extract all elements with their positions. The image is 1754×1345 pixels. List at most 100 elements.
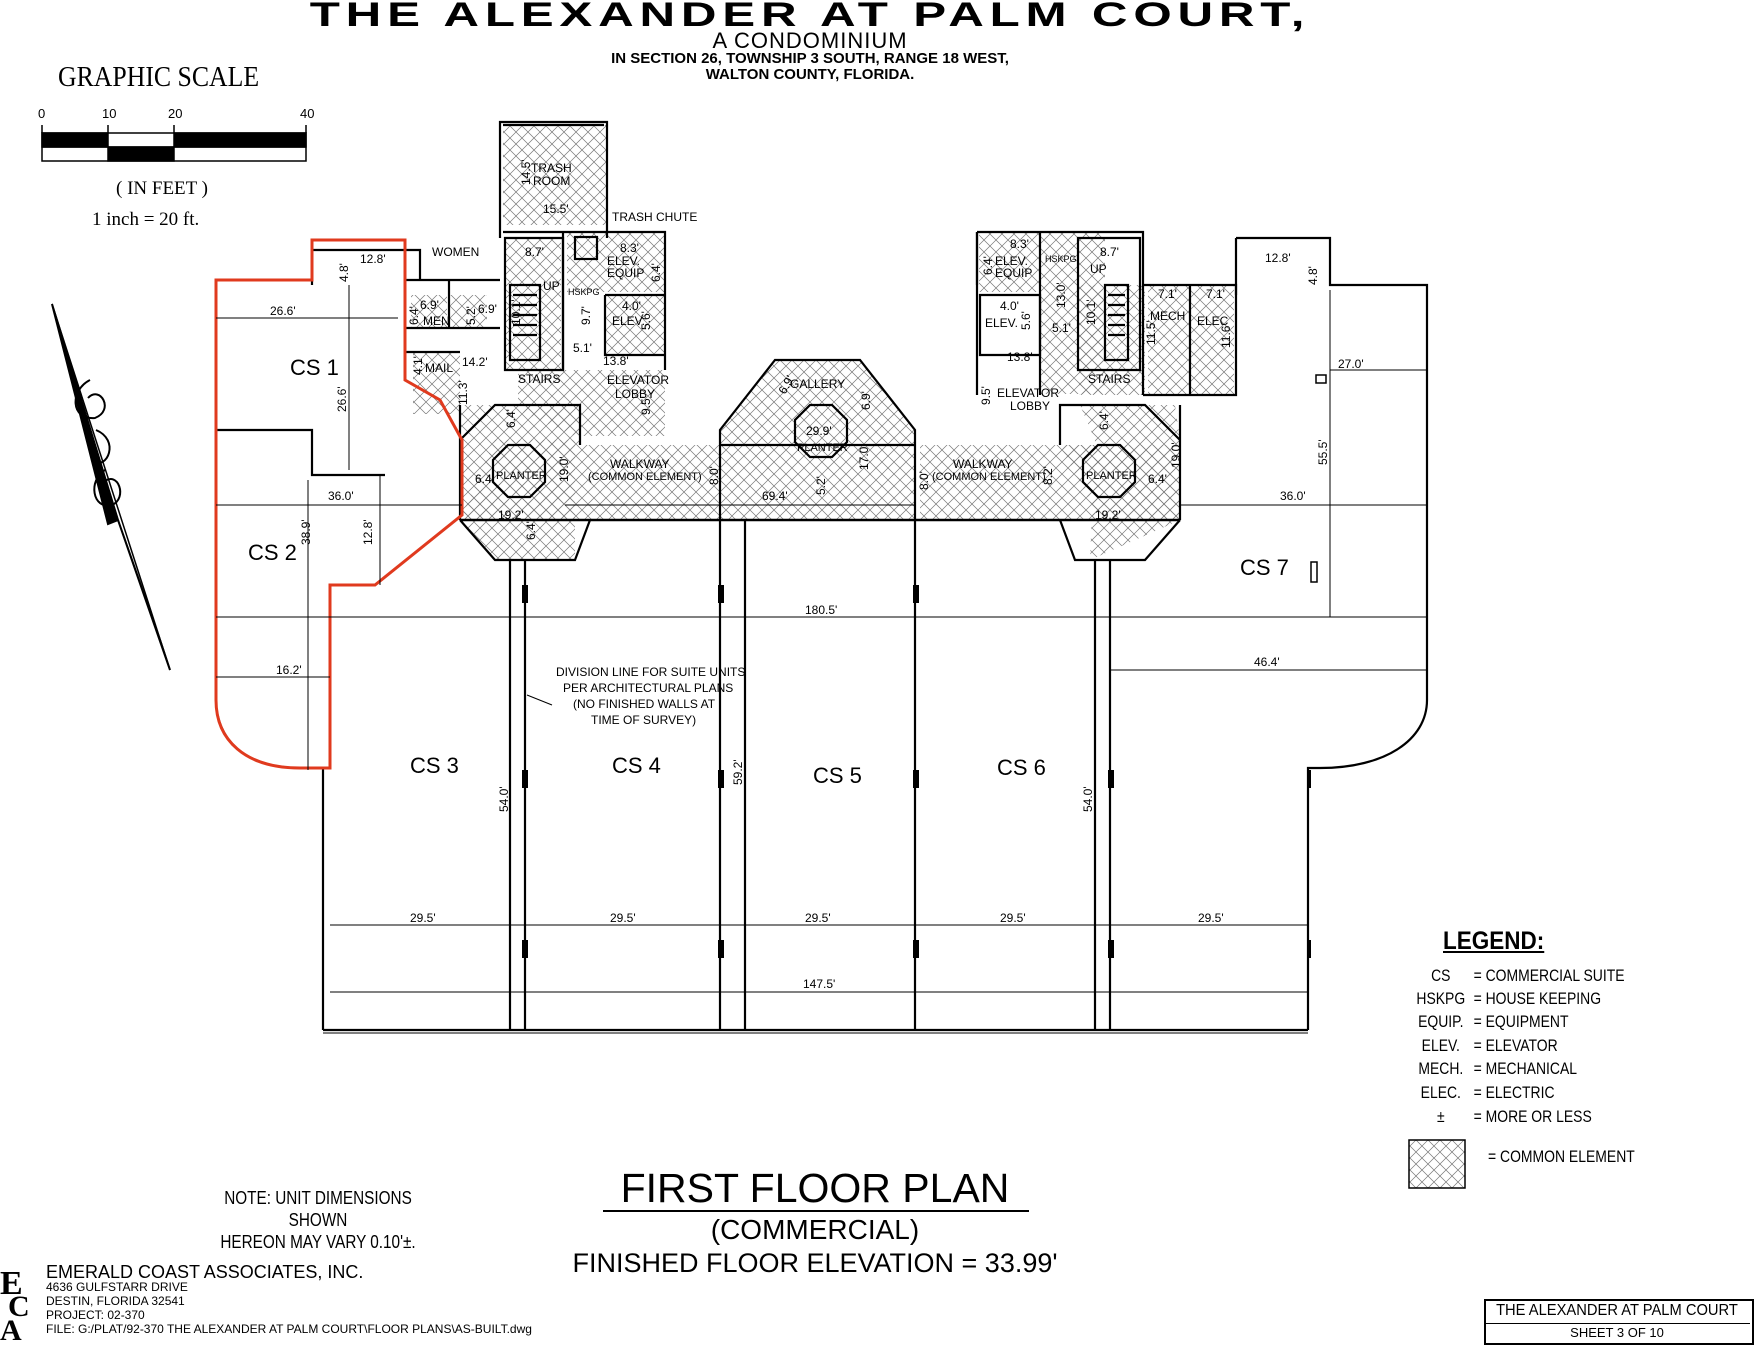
dim-29-5e: 29.5' xyxy=(1198,911,1224,925)
room-label-elevator-lobby-left-2: LOBBY xyxy=(615,387,655,401)
room-label-elev-equip-left-1: ELEV. xyxy=(607,254,640,268)
dim-11-5: 11.5' xyxy=(1144,320,1158,345)
dim-15-5: 15.5' xyxy=(543,202,569,216)
dim-7-1a: 7.1' xyxy=(1158,287,1177,301)
room-label-planter-center: PLANTER xyxy=(797,442,848,454)
room-label-up-left: UP xyxy=(543,279,560,293)
company-address-1: 4636 GULFSTARR DRIVE xyxy=(46,1280,188,1294)
sheet-number: SHEET 3 OF 10 xyxy=(1570,1325,1664,1340)
dim-6-4g: 6.4' xyxy=(1148,472,1167,486)
room-label-elevator-lobby-right-1: ELEVATOR xyxy=(997,386,1059,400)
dim-6-4f: 6.4' xyxy=(981,256,995,275)
room-label-elev-left: ELEV. xyxy=(612,314,645,328)
dim-4-8b: 4.8' xyxy=(1306,266,1320,285)
sheet-name: THE ALEXANDER AT PALM COURT xyxy=(1496,1302,1738,1319)
plan-subtitle: (COMMERCIAL) xyxy=(710,1214,920,1245)
legend-item: ELEC.= ELECTRIC xyxy=(1420,1083,1555,1102)
dim-13-8b: 13.8' xyxy=(1007,350,1033,364)
dim-36-0a: 36.0' xyxy=(328,489,354,503)
dim-19-2a: 19.2' xyxy=(498,508,524,522)
room-label-mail: MAIL xyxy=(425,361,453,375)
dim-4-0a: 4.0' xyxy=(622,299,641,313)
sheet-divider xyxy=(1484,1323,1750,1324)
dim-29-5b: 29.5' xyxy=(610,911,636,925)
dim-59-2: 59.2' xyxy=(731,759,745,785)
division-note-4: TIME OF SURVEY) xyxy=(591,713,696,727)
room-label-planter-right: PLANTER xyxy=(1086,470,1137,482)
dim-46-4: 46.4' xyxy=(1254,655,1280,669)
svg-text:E: E xyxy=(0,1265,23,1302)
dim-8-0a: 8.0' xyxy=(707,466,721,485)
room-label-elev-equip-left-2: EQUIP xyxy=(607,266,644,280)
legend-item: CS= COMMERCIAL SUITE xyxy=(1431,966,1625,985)
room-label-elevator-lobby-right-2: LOBBY xyxy=(1010,399,1050,413)
dim-5-6b: 5.6' xyxy=(1019,311,1033,330)
room-label-elev-equip-right-2: EQUIP xyxy=(995,266,1032,280)
dim-26-6b: 26.6' xyxy=(335,386,349,412)
dim-16-2: 16.2' xyxy=(276,663,302,677)
dim-12-8a: 12.8' xyxy=(360,252,386,266)
legend-common-swatch xyxy=(1408,1139,1466,1189)
graphic-scale-units: ( IN FEET ) xyxy=(116,178,208,199)
unit-label-cs4: CS 4 xyxy=(612,753,661,778)
legend-common-label: = COMMON ELEMENT xyxy=(1488,1147,1635,1166)
floor-elevation: FINISHED FLOOR ELEVATION = 33.99' xyxy=(572,1248,1058,1278)
location-line-1: IN SECTION 26, TOWNSHIP 3 SOUTH, RANGE 1… xyxy=(611,50,1009,67)
dim-6-4h: 6.4' xyxy=(1097,411,1111,430)
dim-6-9a: 6.9' xyxy=(420,298,439,312)
dim-19-2b: 19.2' xyxy=(1095,508,1121,522)
room-label-mech: MECH xyxy=(1150,309,1185,323)
dim-180-5: 180.5' xyxy=(805,603,837,617)
division-note-2: PER ARCHITECTURAL PLANS xyxy=(563,681,733,695)
dim-14-2: 14.2' xyxy=(462,355,488,369)
room-label-trash-2: ROOM xyxy=(533,174,570,188)
dim-7-1b: 7.1' xyxy=(1206,287,1225,301)
column-marks xyxy=(522,585,1311,958)
dim-8-7a: 8.7' xyxy=(525,245,544,259)
room-label-elec: ELEC xyxy=(1197,314,1229,328)
dim-8-2: 8.2' xyxy=(1041,466,1055,485)
unit-label-cs5: CS 5 xyxy=(813,763,862,788)
dim-13-8a: 13.8' xyxy=(603,354,629,368)
legend-item: HSKPG= HOUSE KEEPING xyxy=(1416,989,1602,1008)
room-label-hskpg-left: HSKPG xyxy=(568,287,600,297)
unit-label-cs7: CS 7 xyxy=(1240,555,1289,580)
location-line-2: WALTON COUNTY, FLORIDA. xyxy=(705,66,915,83)
graphic-scale-ratio: 1 inch = 20 ft. xyxy=(92,209,200,230)
dim-36-0b: 36.0' xyxy=(1280,489,1306,503)
dim-27-0: 27.0' xyxy=(1338,357,1364,371)
room-label-walkway-left-1: WALKWAY xyxy=(610,457,670,471)
dim-38-9: 38.9' xyxy=(299,519,313,545)
dim-29-5a: 29.5' xyxy=(410,911,436,925)
room-label-stairs-left: STAIRS xyxy=(518,372,560,386)
division-note-3: (NO FINISHED WALLS AT xyxy=(573,697,716,711)
dim-17-0: 17.0' xyxy=(857,444,871,470)
graphic-scale-title: GRAPHIC SCALE xyxy=(58,62,260,93)
room-label-trash-1: TRASH xyxy=(531,161,572,175)
scale-tick-20: 20 xyxy=(168,106,182,121)
legend-item: ELEV.= ELEVATOR xyxy=(1421,1036,1558,1055)
company-file-path: FILE: G:/PLAT/92-370 THE ALEXANDER AT PA… xyxy=(46,1322,532,1336)
unit-label-cs6: CS 6 xyxy=(997,755,1046,780)
legend-item: MECH.= MECHANICAL xyxy=(1418,1059,1578,1078)
dim-69-4: 69.4' xyxy=(762,489,788,503)
room-label-planter-left: PLANTER xyxy=(496,470,547,482)
drawing-subtitle: A CONDOMINIUM xyxy=(712,28,908,53)
dim-4-1: 4.1' xyxy=(411,356,425,375)
room-label-trash-chute: TRASH CHUTE xyxy=(612,210,697,224)
dim-19-0b: 19.0' xyxy=(1169,442,1183,468)
legend-item: EQUIP.= EQUIPMENT xyxy=(1418,1012,1569,1031)
dim-9-5a: 9.5' xyxy=(639,396,653,415)
dim-5-1a: 5.1' xyxy=(573,341,592,355)
dim-26-6a: 26.6' xyxy=(270,304,296,318)
scale-tick-10: 10 xyxy=(102,106,116,121)
room-label-elev-equip-right-1: ELEV. xyxy=(995,254,1028,268)
dim-4-8a: 4.8' xyxy=(337,263,351,282)
room-label-women: WOMEN xyxy=(432,245,479,259)
dim-14-5: 14.5' xyxy=(519,159,533,185)
plan-title: FIRST FLOOR PLAN xyxy=(620,1165,1010,1211)
svg-text:C: C xyxy=(8,1290,30,1323)
dim-8-3b: 8.3' xyxy=(1010,237,1029,251)
dim-13-0: 13.0' xyxy=(1054,282,1068,308)
